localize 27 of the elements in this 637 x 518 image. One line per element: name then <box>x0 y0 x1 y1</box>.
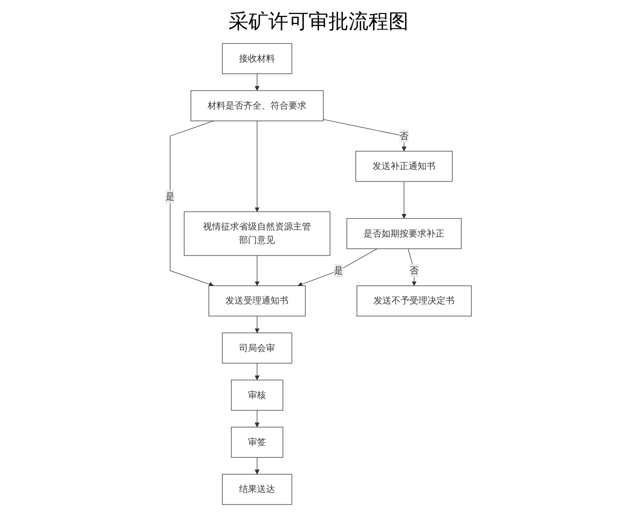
arrow <box>298 248 378 287</box>
arrow <box>254 362 260 380</box>
node-box: 接收材料 <box>222 43 292 74</box>
arrow <box>254 255 260 286</box>
node-box: 发送不予受理决定书 <box>356 286 472 316</box>
arrow <box>254 410 260 428</box>
node-box: 司局会审 <box>222 332 292 364</box>
node-box: 审核 <box>231 380 284 411</box>
arrow <box>170 120 214 287</box>
edge-label: 否 <box>410 265 419 276</box>
node-box: 结果送达 <box>222 474 292 505</box>
node-box: 材料是否齐全、符合要求 <box>190 90 324 122</box>
node-box: 视情征求省级自然资源主管部门意见 <box>184 211 330 256</box>
edge-label: 是 <box>334 265 343 276</box>
arrow <box>402 181 406 219</box>
arrow <box>254 457 260 474</box>
edge-label: 否 <box>400 130 409 142</box>
node-box: 审签 <box>231 426 284 458</box>
arrow <box>254 74 260 91</box>
node-box: 发送受理通知书 <box>208 286 306 316</box>
arrow <box>254 316 260 334</box>
arrow <box>254 120 260 212</box>
node-box: 发送补正通知书 <box>356 150 453 182</box>
node-box: 是否如期按要求补正 <box>346 218 462 250</box>
edge-label: 是 <box>166 190 175 202</box>
arrow <box>322 119 406 152</box>
diagram-title: 采矿许可审批流程图 <box>228 8 410 35</box>
